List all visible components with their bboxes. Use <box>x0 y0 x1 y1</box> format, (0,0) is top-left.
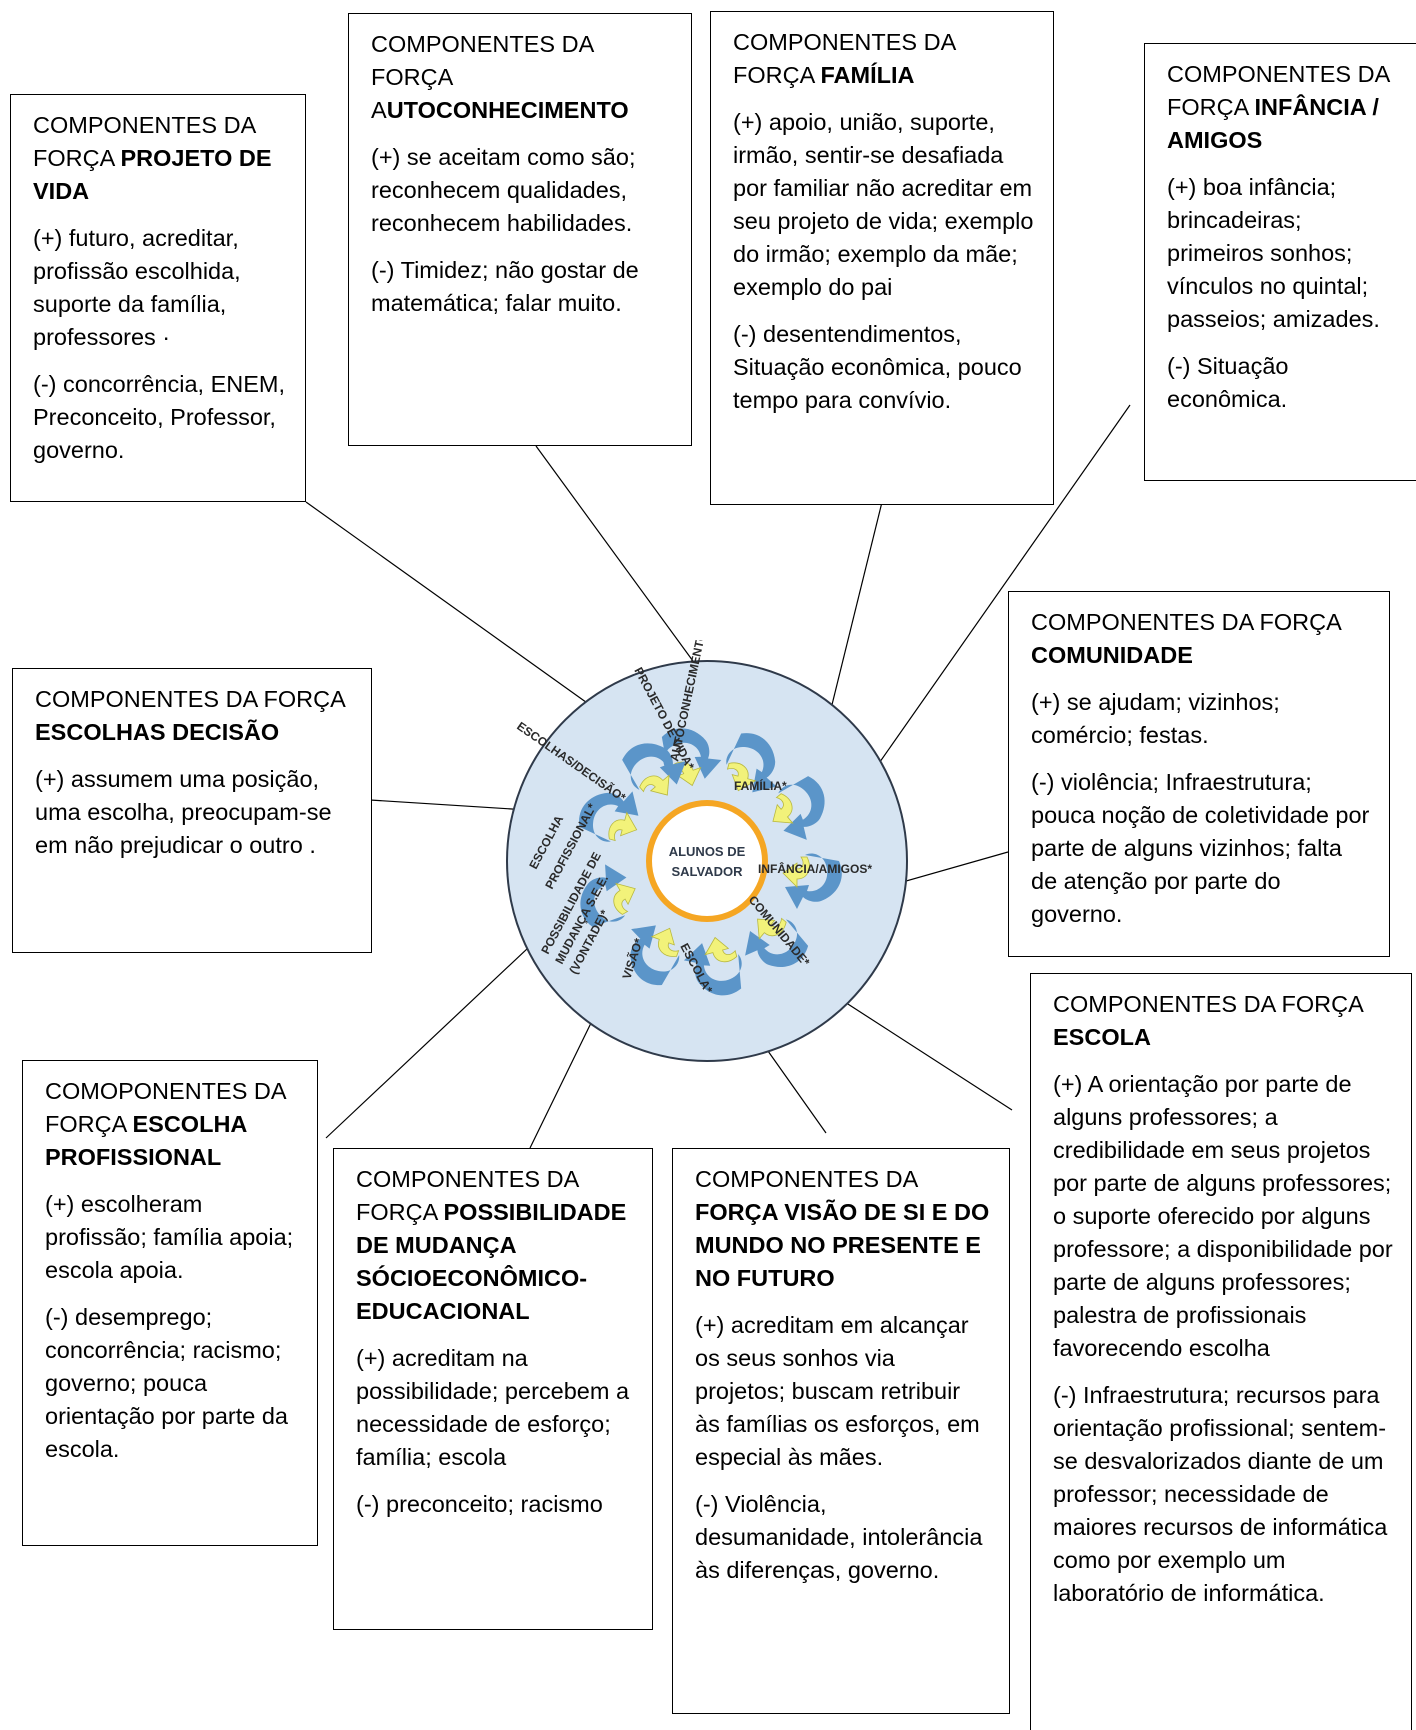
box-positive: (+) se ajudam; vizinhos; comércio; festa… <box>1031 689 1280 748</box>
box-positive: (+) A orientação por parte de alguns pro… <box>1053 1071 1393 1361</box>
box-negative: (-) Situação econômica. <box>1167 353 1289 412</box>
hub-label-familia: FAMÍLIA* <box>734 778 787 793</box>
box-infancia: COMPONENTES DA FORÇA INFÂNCIA / AMIGOS (… <box>1144 43 1416 481</box>
center-label-line2: SALVADOR <box>671 864 743 879</box>
box-familia: COMPONENTES DA FORÇA FAMÍLIA (+) apoio, … <box>710 11 1054 505</box>
box-projeto-vida: COMPONENTES DA FORÇA PROJETO DE VIDA (+)… <box>10 94 306 502</box>
box-positive: (+) escolheram profissão; família apoia;… <box>45 1191 294 1283</box>
box-negative: (-) Infraestrutura; recursos para orient… <box>1053 1382 1388 1606</box>
hub-label-infancia: INFÂNCIA/AMIGOS* <box>758 861 872 876</box>
center-label-line1: ALUNOS DE <box>669 844 746 859</box>
box-negative: (-) desentendimentos, Situação econômica… <box>733 321 1022 413</box>
box-negative: (-) violência; Infraestrutura; pouca noç… <box>1031 769 1370 927</box>
box-positive: (+) acreditam em alcançar os seus sonhos… <box>695 1312 980 1470</box>
box-escola: COMPONENTES DA FORÇA ESCOLA (+) A orient… <box>1030 973 1412 1730</box>
box-title: COMOPONENTES DA FORÇA ESCOLHA PROFISSION… <box>45 1078 286 1170</box>
connector-escolha-profissional <box>325 915 563 1139</box>
box-title: COMPONENTES DA FORÇA FAMÍLIA <box>733 29 955 88</box>
box-positive: (+) apoio, união, suporte, irmão, sentir… <box>733 109 1034 300</box>
hub-diagram: ALUNOS DE SALVADOR PROJETO DE VIDA* AUTO… <box>506 640 908 1062</box>
box-negative: (-) desemprego; concorrência; racismo; g… <box>45 1304 288 1462</box>
box-visao: COMPONENTES DA FORÇA VISÃO DE SI E DO MU… <box>672 1148 1010 1714</box>
box-title: COMPONENTES DA FORÇA POSSIBILIDADE DE MU… <box>356 1166 627 1324</box>
box-negative: (-) Violência, desumanidade, intolerânci… <box>695 1491 983 1583</box>
box-title: COMPONENTES DA FORÇA ESCOLA <box>1053 991 1363 1050</box>
box-positive: (+) boa infância; brincadeiras; primeiro… <box>1167 174 1380 332</box>
box-title: COMPONENTES DA FORÇA ESCOLHAS DECISÃO <box>35 686 345 745</box>
box-title: COMPONENTES DA FORÇA PROJETO DE VIDA <box>33 112 272 204</box>
center-ring <box>646 800 768 922</box>
box-negative: (-) Timidez; não gostar de matemática; f… <box>371 257 639 316</box>
box-escolha-profissional: COMOPONENTES DA FORÇA ESCOLHA PROFISSION… <box>22 1060 318 1546</box>
box-title: COMPONENTES DA FORÇA INFÂNCIA / AMIGOS <box>1167 61 1389 153</box>
box-positive: (+) futuro, acreditar, profissão escolhi… <box>33 225 241 350</box>
box-title: COMPONENTES DA FORÇA AUTOCONHECIMENTO <box>371 31 629 123</box>
box-title: COMPONENTES DA FORÇA COMUNIDADE <box>1031 609 1341 668</box>
box-negative: (-) concorrência, ENEM, Preconceito, Pro… <box>33 371 286 463</box>
box-negative: (-) preconceito; racismo <box>356 1491 603 1517</box>
box-positive: (+) se aceitam como são; reconhecem qual… <box>371 144 636 236</box>
box-positive: (+) acreditam na possibilidade; percebem… <box>356 1345 630 1470</box>
box-possibilidade: COMPONENTES DA FORÇA POSSIBILIDADE DE MU… <box>333 1148 653 1630</box>
box-comunidade: COMPONENTES DA FORÇA COMUNIDADE (+) se a… <box>1008 591 1390 957</box>
box-escolhas-decisao: COMPONENTES DA FORÇA ESCOLHAS DECISÃO (+… <box>12 668 372 953</box>
box-title: COMPONENTES DA FORÇA VISÃO DE SI E DO MU… <box>695 1166 990 1291</box>
box-positive: (+) assumem uma posição, uma escolha, pr… <box>35 766 332 858</box>
box-autoconhecimento: COMPONENTES DA FORÇA AUTOCONHECIMENTO (+… <box>348 13 692 446</box>
